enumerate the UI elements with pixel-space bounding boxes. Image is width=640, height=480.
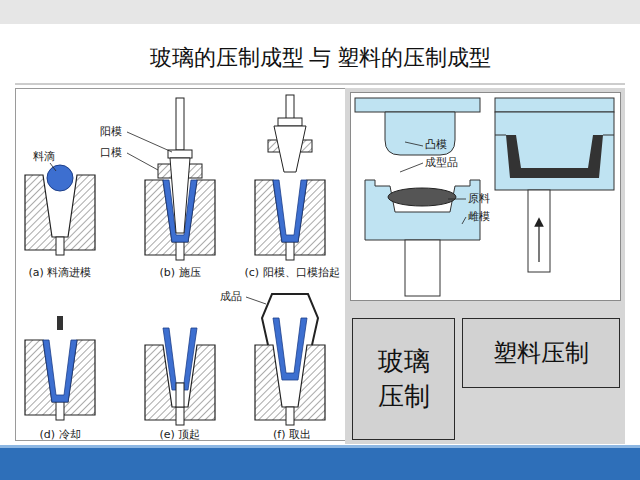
illustration-part [127, 132, 172, 152]
part-name: 成型品 [425, 156, 458, 169]
illustration-part [528, 190, 550, 272]
part-name: 雌模 [468, 210, 490, 223]
illustration-part [506, 135, 603, 178]
illustration-part [262, 294, 318, 345]
step-caption: (a) 料滴进模 [29, 266, 92, 279]
illustration-part [388, 188, 456, 206]
illustration-part [495, 135, 506, 136]
step-caption: (f) 取出 [273, 428, 311, 441]
glass-step-f [246, 294, 325, 425]
glass-step-b [127, 98, 215, 260]
illustration-part [495, 112, 614, 190]
label-box: 塑料压制 [462, 318, 620, 388]
bottom-band [0, 448, 640, 480]
illustration-part [127, 153, 158, 170]
illustration-part [462, 217, 466, 224]
illustration-part [255, 345, 325, 425]
top-strip [0, 0, 640, 24]
bottom-band-edge [0, 445, 640, 448]
illustration-part [170, 158, 190, 233]
illustration-part [538, 222, 539, 262]
illustration-part [273, 180, 307, 242]
illustration-part [246, 297, 266, 304]
part-name: 原料 [468, 192, 490, 205]
label-box: 玻璃压制 [352, 318, 455, 440]
glass-step-d [25, 316, 95, 420]
glass-step-c [255, 95, 325, 260]
illustration-part [176, 383, 184, 407]
step-caption: (b) 施压 [159, 266, 200, 279]
plastic-panel [345, 88, 625, 444]
plastic-closed-mold [495, 98, 614, 272]
step-caption: (c) 阳模、口模抬起 [244, 266, 339, 279]
illustration-part [43, 340, 77, 402]
illustration-part [273, 318, 307, 380]
illustration-part [448, 199, 466, 200]
illustration-part [145, 345, 215, 425]
plastic-figure-panel [351, 93, 621, 301]
illustration-part [405, 142, 423, 146]
illustration-part [25, 340, 95, 420]
illustration-part [365, 180, 480, 240]
box-text: 玻璃压制 [378, 344, 430, 414]
glass-panel [16, 89, 346, 441]
part-name: 凸模 [425, 138, 447, 151]
illustration-part [57, 316, 63, 330]
slide-title: 玻璃的压制成型 与 塑料的压制成型 [0, 44, 640, 72]
part-name: 口模 [100, 146, 122, 159]
box-text: 塑料压制 [493, 337, 589, 369]
part-name: 料滴 [33, 150, 55, 163]
illustration-part [603, 135, 614, 136]
illustration-part [176, 98, 184, 150]
illustration-part [50, 163, 56, 171]
illustration-part [278, 118, 302, 126]
glass-step-a [25, 163, 95, 255]
illustration-part [405, 240, 440, 296]
part-name: 阳模 [100, 125, 122, 138]
illustration-part [255, 180, 325, 260]
illustration-part [495, 98, 614, 112]
illustration-part [385, 112, 455, 155]
glass-step-e [145, 328, 215, 425]
illustration-part [274, 126, 306, 172]
illustration-part [168, 150, 192, 158]
title-rule [15, 84, 625, 85]
step-caption: (d) 冷却 [39, 428, 80, 441]
illustration-part [47, 165, 73, 191]
plastic-open-mold [355, 98, 480, 296]
illustration-part [400, 163, 423, 172]
part-name: 成品 [220, 290, 242, 303]
illustration-part [355, 98, 480, 112]
step-caption: (e) 顶起 [160, 428, 201, 441]
illustration-part [163, 328, 197, 390]
